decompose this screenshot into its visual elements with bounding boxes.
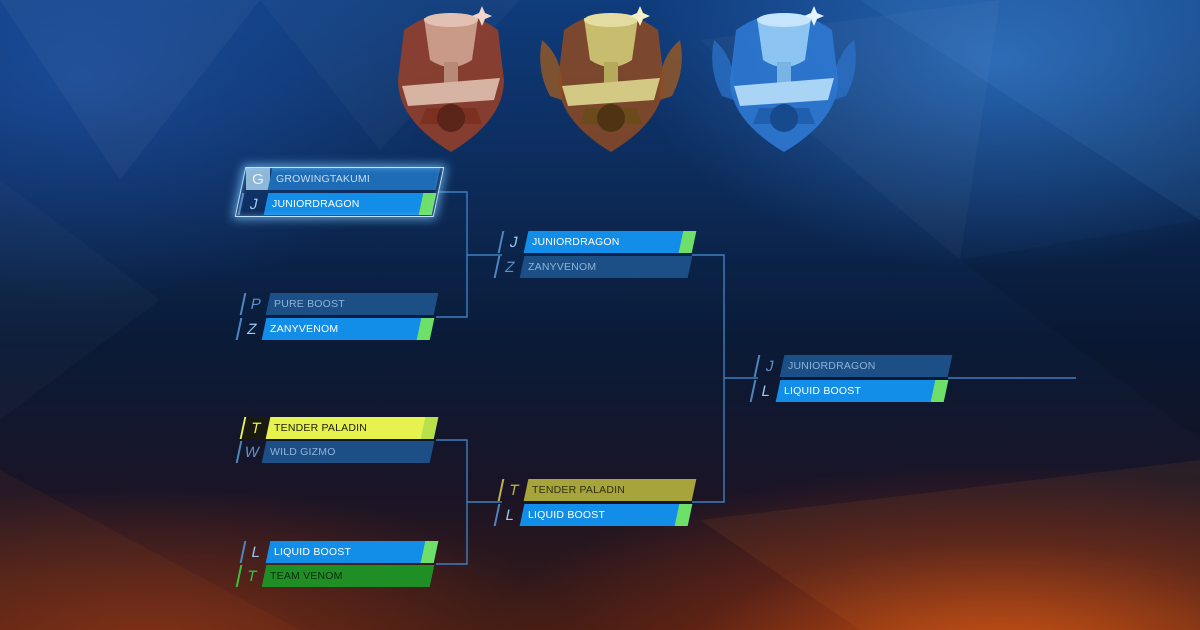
team-name-bar: TENDER PALADIN [265,417,439,439]
win-marker [420,541,439,563]
team-juniordragon-r2[interactable]: J JUNIORDRAGON [497,231,697,253]
team-liquid-boost-r2[interactable]: L LIQUID BOOST [493,504,693,526]
bronze-trophy-icon [386,0,516,155]
team-name-bar: PURE BOOST [265,293,439,315]
blue-trophy-icon [706,0,862,155]
team-growingtakumi[interactable]: G GROWINGTAKUMI [246,168,441,190]
win-marker [420,417,439,439]
team-juniordragon[interactable]: J JUNIORDRAGON [237,193,437,215]
team-name: ZANYVENOM [270,323,339,335]
team-tender-paladin[interactable]: T TENDER PALADIN [239,417,439,439]
team-name: LIQUID BOOST [784,385,862,397]
win-marker [678,231,697,253]
team-juniordragon-final[interactable]: J JUNIORDRAGON [753,355,953,377]
team-name: JUNIORDRAGON [788,360,876,372]
gold-trophy-icon [536,0,686,155]
team-name-bar: LIQUID BOOST [519,504,693,526]
team-name: GROWINGTAKUMI [276,173,370,185]
win-marker [418,193,437,215]
team-tender-paladin-r2[interactable]: T TENDER PALADIN [497,479,697,501]
team-name: JUNIORDRAGON [532,236,620,248]
team-zanyvenom-r2[interactable]: Z ZANYVENOM [493,256,693,278]
team-name: JUNIORDRAGON [272,198,360,210]
team-name-bar: JUNIORDRAGON [263,193,437,215]
team-name-bar: GROWINGTAKUMI [267,168,441,190]
team-zanyvenom[interactable]: Z ZANYVENOM [235,318,435,340]
team-name: TEAM VENOM [270,570,343,582]
team-name: TENDER PALADIN [274,422,368,434]
team-name: TENDER PALADIN [532,484,626,496]
team-team-venom[interactable]: T TEAM VENOM [235,565,435,587]
team-name-bar: LIQUID BOOST [265,541,439,563]
team-initial: G [246,168,270,190]
team-wild-gizmo[interactable]: W WILD GIZMO [235,441,435,463]
win-marker [930,380,949,402]
team-name-bar: WILD GIZMO [261,441,435,463]
win-marker [674,504,693,526]
team-name: ZANYVENOM [528,261,597,273]
team-liquid-boost-final[interactable]: L LIQUID BOOST [749,380,949,402]
team-name: PURE BOOST [274,298,345,310]
win-marker [416,318,435,340]
team-name-bar: JUNIORDRAGON [523,231,697,253]
team-name: LIQUID BOOST [274,546,352,558]
team-name: LIQUID BOOST [528,509,606,521]
team-name-bar: TENDER PALADIN [523,479,697,501]
team-pure-boost[interactable]: P PURE BOOST [239,293,439,315]
team-name: WILD GIZMO [270,446,336,458]
team-name-bar: ZANYVENOM [261,318,435,340]
team-name-bar: TEAM VENOM [261,565,435,587]
team-name-bar: LIQUID BOOST [775,380,949,402]
team-name-bar: JUNIORDRAGON [779,355,953,377]
team-name-bar: ZANYVENOM [519,256,693,278]
team-liquid-boost[interactable]: L LIQUID BOOST [239,541,439,563]
